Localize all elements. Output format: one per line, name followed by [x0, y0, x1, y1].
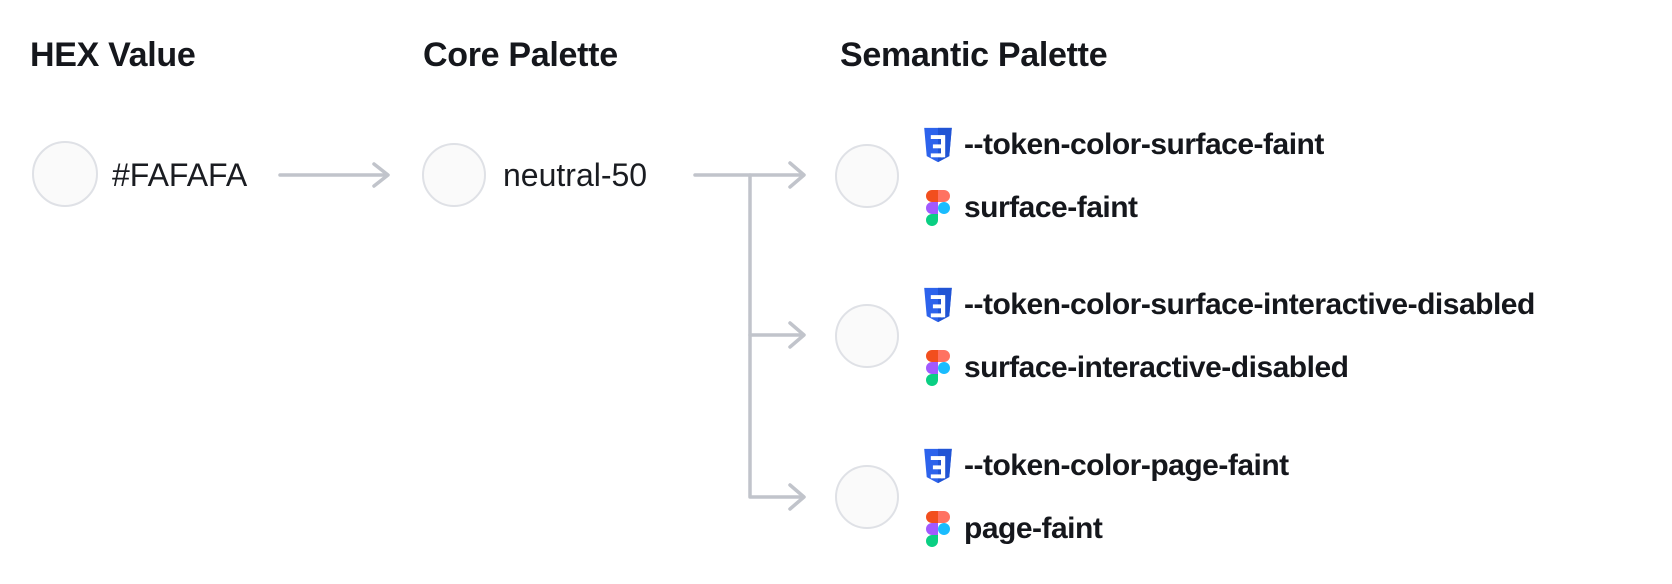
core-column-title: Core Palette — [423, 36, 618, 74]
css-token-line: --token-color-page-faint — [923, 444, 1289, 488]
semantic-column-title: Semantic Palette — [840, 36, 1108, 74]
css-token-line: --token-color-surface-interactive-disabl… — [923, 283, 1535, 327]
semantic-swatch-surface-faint — [835, 144, 899, 208]
arrowhead-1 — [788, 161, 806, 189]
figma-icon — [926, 190, 950, 226]
figma-token-line: surface-faint — [926, 186, 1138, 230]
css-variable-name: --token-color-surface-faint — [964, 128, 1324, 161]
figma-token-line: page-faint — [926, 507, 1103, 551]
css3-icon — [924, 287, 952, 323]
hex-column-title: HEX Value — [30, 36, 196, 74]
arrowhead-3 — [788, 483, 806, 511]
core-color-swatch — [422, 143, 486, 207]
hex-value-label: #FAFAFA — [112, 157, 248, 193]
hex-color-swatch — [32, 141, 98, 207]
css3-icon — [924, 127, 952, 163]
arrowhead-2 — [788, 321, 806, 349]
figma-icon — [926, 511, 950, 547]
figma-token-line: surface-interactive-disabled — [926, 346, 1349, 390]
css-variable-name: --token-color-page-faint — [964, 449, 1289, 482]
css3-icon — [924, 448, 952, 484]
semantic-swatch-page-faint — [835, 465, 899, 529]
branch-trunk-and-line-3 — [748, 173, 802, 499]
arrow-hex-to-core — [278, 162, 390, 188]
figma-token-name: page-faint — [964, 512, 1103, 545]
css-variable-name: --token-color-surface-interactive-disabl… — [964, 288, 1535, 321]
figma-icon — [926, 350, 950, 386]
core-value-label: neutral-50 — [503, 157, 648, 193]
figma-token-name: surface-faint — [964, 191, 1138, 224]
css-token-line: --token-color-surface-faint — [923, 123, 1324, 167]
semantic-swatch-surface-interactive-disabled — [835, 304, 899, 368]
figma-token-name: surface-interactive-disabled — [964, 351, 1349, 384]
branch-connector-core-to-semantic — [693, 161, 806, 511]
